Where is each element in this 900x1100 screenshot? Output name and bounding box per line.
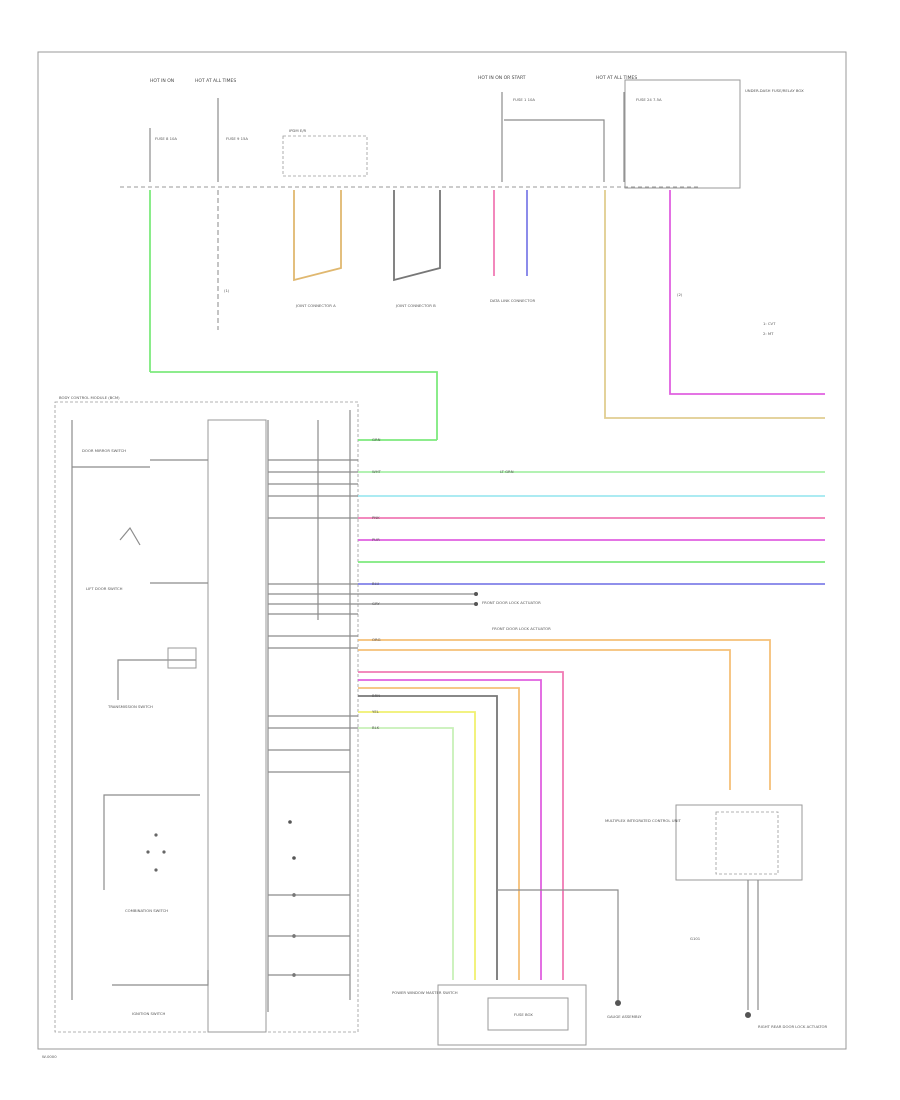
c2-label: (2) xyxy=(677,292,683,297)
note-1: 1: CVT xyxy=(763,321,776,326)
wire-code-blu: BLU xyxy=(372,581,380,586)
control-unit-box xyxy=(54,401,359,1033)
joint-a-label: JOINT CONNECTOR A xyxy=(295,303,336,308)
top-label-hot-in-on: HOT IN ON xyxy=(150,78,174,84)
lift-switch-label: LIFT DOOR SWITCH xyxy=(86,586,123,591)
ipdm-label: IPDM E/R xyxy=(289,128,306,133)
gauge-label: GAUGE ASSEMBLY xyxy=(607,1014,642,1019)
fuse-label-4: FUSE 24 7.5A xyxy=(636,97,662,102)
trans-switch-label: TRANSMISSION SWITCH xyxy=(107,704,153,709)
wire-code-org: ORG xyxy=(372,637,381,642)
wire-code-gry: GRY xyxy=(372,601,380,606)
top-label-hot-in-on-start: HOT IN ON OR START xyxy=(478,75,526,81)
front-left-label: FRONT DOOR LOCK ACTUATOR xyxy=(482,600,541,605)
cond-switch-label: COMBINATION SWITCH xyxy=(125,908,168,913)
bottom-connector xyxy=(437,984,587,1046)
front-right-label: FRONT DOOR LOCK ACTUATOR xyxy=(492,626,551,631)
outer-frame xyxy=(37,51,847,1050)
fuse-label-1: FUSE 8 10A xyxy=(155,136,177,141)
wire-code-grn: GRN xyxy=(372,437,381,442)
ign-switch-label: IGNITION SWITCH xyxy=(132,1011,166,1016)
note-2: 2: MT xyxy=(763,331,774,336)
joint-b-label: JOINT CONNECTOR B xyxy=(395,303,436,308)
top-label-hot-all-times-2: HOT AT ALL TIMES xyxy=(596,75,637,81)
footer-code: W-0000 xyxy=(42,1054,57,1059)
top-label-hot-all-times-1: HOT AT ALL TIMES xyxy=(195,78,236,84)
wire-code-ltgrn: LT GRN xyxy=(500,469,514,474)
power-module-label: POWER WINDOW MASTER SWITCH xyxy=(392,990,458,995)
wire-code-brn: BRN xyxy=(372,693,380,698)
wire-code-pnk: PNK xyxy=(372,515,380,520)
relay-block xyxy=(675,804,803,881)
relay-label: MULTIPLEX INTEGRATED CONTROL UNIT xyxy=(605,818,681,823)
c1-label: (1) xyxy=(224,288,230,293)
ground-label: G101 xyxy=(690,936,701,941)
data-link-label: DATA LINK CONNECTOR xyxy=(490,298,535,303)
fuse-label-3: FUSE 1 10A xyxy=(513,97,535,102)
right-rear-label: RIGHT REAR DOOR LOCK ACTUATOR xyxy=(758,1024,828,1029)
top-right-block xyxy=(624,79,741,189)
top-right-block-label: UNDER-DASH FUSE/RELAY BOX xyxy=(745,88,804,93)
fuse-label-2: FUSE 9 15A xyxy=(226,136,248,141)
wire-code-blk: BLK xyxy=(372,725,380,730)
fuse-box-label: FUSE BOX xyxy=(514,1012,533,1017)
control-unit-label: BODY CONTROL MODULE (BCM) xyxy=(59,395,120,400)
wire-code-yel: YEL xyxy=(372,709,380,714)
wire-code-wht: WHT xyxy=(372,469,382,474)
mirror-switch-label: DOOR MIRROR SWITCH xyxy=(82,448,126,453)
wire-code-pur: PUR xyxy=(372,537,380,542)
